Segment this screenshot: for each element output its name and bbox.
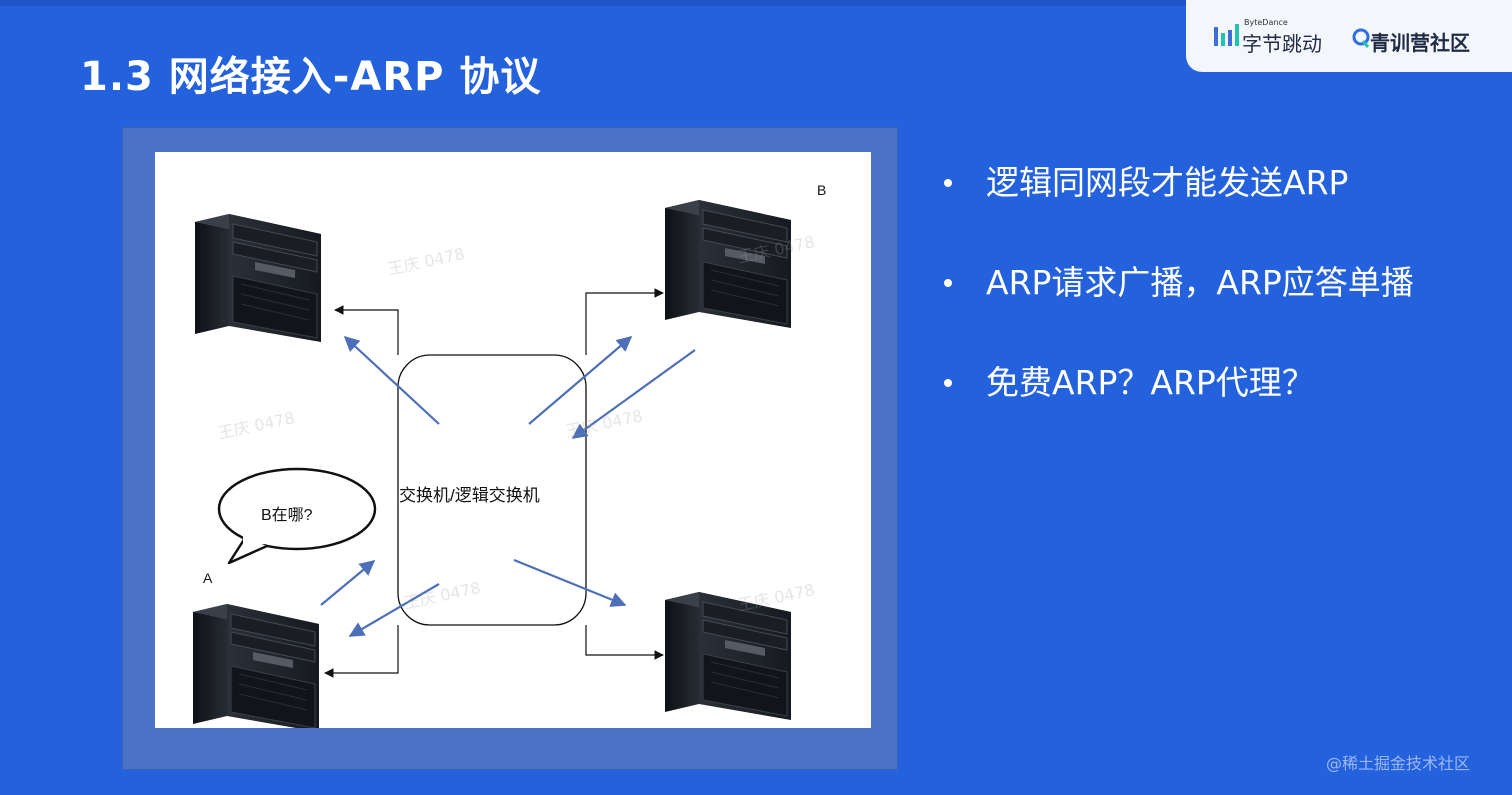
link-top-left (334, 305, 399, 355)
community-logo-icon (1352, 28, 1370, 48)
arrow-broadcast-bottom-right (513, 558, 627, 607)
speech-bubble (217, 467, 377, 551)
bubble-text: B在哪? (261, 507, 313, 524)
arrow-reply-to-a (348, 583, 440, 637)
bytedance-logo-icon (1214, 24, 1239, 46)
switch-box (397, 354, 587, 626)
bullet-dot-icon (944, 279, 952, 287)
switch-label: 交换机/逻辑交换机 (399, 486, 540, 505)
node-a-label: A (203, 570, 213, 586)
server-bottom-right-icon (664, 591, 792, 721)
server-top-right-icon (664, 199, 792, 329)
bullet-text: 免费ARP？ARP代理？ (986, 363, 1315, 402)
top-strip (0, 0, 1512, 6)
diagram-canvas: 王庆 0478 王庆 0478 王庆 0478 王庆 0478 王庆 0478 … (155, 152, 871, 728)
arrow-broadcast-top-left (343, 335, 440, 425)
link-bottom-left (324, 625, 399, 678)
arrow-request-from-a (320, 560, 376, 606)
bytedance-name: 字节跳动 (1242, 32, 1322, 56)
bullet-text: 逻辑同网段才能发送ARP (986, 163, 1349, 202)
bullet-dot-icon (944, 179, 952, 187)
link-top-right (585, 288, 664, 355)
bullet-dot-icon (944, 379, 952, 387)
speech-bubble-tail (227, 537, 268, 565)
bytedance-small-text: ByteDance (1244, 18, 1288, 27)
slide-title: 1.3 网络接入-ARP 协议 (80, 54, 542, 100)
community-name: 青训营社区 (1370, 31, 1470, 55)
server-top-left-icon (194, 213, 322, 343)
network-diagram (192, 199, 792, 728)
arrow-broadcast-top-right (528, 336, 633, 425)
footer-credit: @稀土掘金技术社区 (1326, 754, 1471, 773)
link-bottom-right (585, 625, 664, 660)
arrow-reply-from-b (571, 349, 696, 439)
server-bottom-left-icon (192, 603, 320, 728)
brand-header: ByteDance 字节跳动 青训营社区 (1186, 0, 1512, 72)
node-b-label: B (817, 182, 827, 198)
bullet-text: ARP请求广播，ARP应答单播 (986, 263, 1414, 302)
